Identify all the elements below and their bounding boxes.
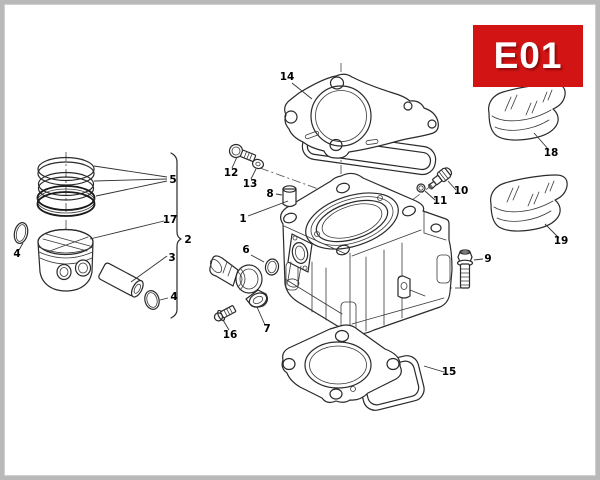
callout-10: 10 [454,185,469,197]
callout-11: 11 [433,195,448,207]
callout-labels: 1 2 3 4 4 5 6 7 8 9 10 11 12 13 14 15 16… [13,71,568,378]
callout-4-right: 4 [170,291,177,303]
assembly-brace [170,152,182,319]
head-gasket-drawing [284,73,439,176]
callout-5: 5 [169,174,176,186]
leader-lines [18,82,560,373]
piston-rings-drawing [36,156,96,217]
callout-1: 1 [239,213,246,225]
circlip-left-drawing [13,222,29,244]
bolt-12-drawing [228,143,257,163]
page-code: E01 [493,35,563,76]
callout-16: 16 [223,329,238,341]
callout-4-left: 4 [13,248,20,260]
callout-2: 2 [184,234,191,246]
base-gasket-drawing [281,324,425,411]
callout-15: 15 [442,366,457,378]
bolt-16-drawing [213,305,237,322]
callout-14: 14 [280,71,295,83]
circlip-right-drawing [144,290,160,310]
wrist-pin-drawing [98,262,144,298]
callout-7: 7 [263,323,270,335]
bolt-9-drawing [456,249,474,289]
cylinder-drawing [280,172,453,335]
coolant-elbow-drawing [209,255,269,308]
callout-3: 3 [168,252,175,264]
dowel-pin-8-drawing [282,185,297,208]
o-ring-11-drawing [416,183,426,193]
callout-9: 9 [484,253,491,265]
sensor-10-drawing [428,167,453,190]
callout-19: 19 [554,235,569,247]
washer-13-drawing [251,158,265,170]
callout-13: 13 [243,178,258,190]
page-code-badge: E01 [473,25,583,87]
o-ring-6-drawing [264,258,280,276]
piston-drawing [37,228,94,292]
callout-17: 17 [163,214,178,226]
callout-6: 6 [242,244,249,256]
callout-12: 12 [224,167,239,179]
callout-8: 8 [266,188,273,200]
sheet-19-drawing [490,174,568,232]
sheet-18-drawing [488,83,566,141]
callout-18: 18 [544,147,559,159]
